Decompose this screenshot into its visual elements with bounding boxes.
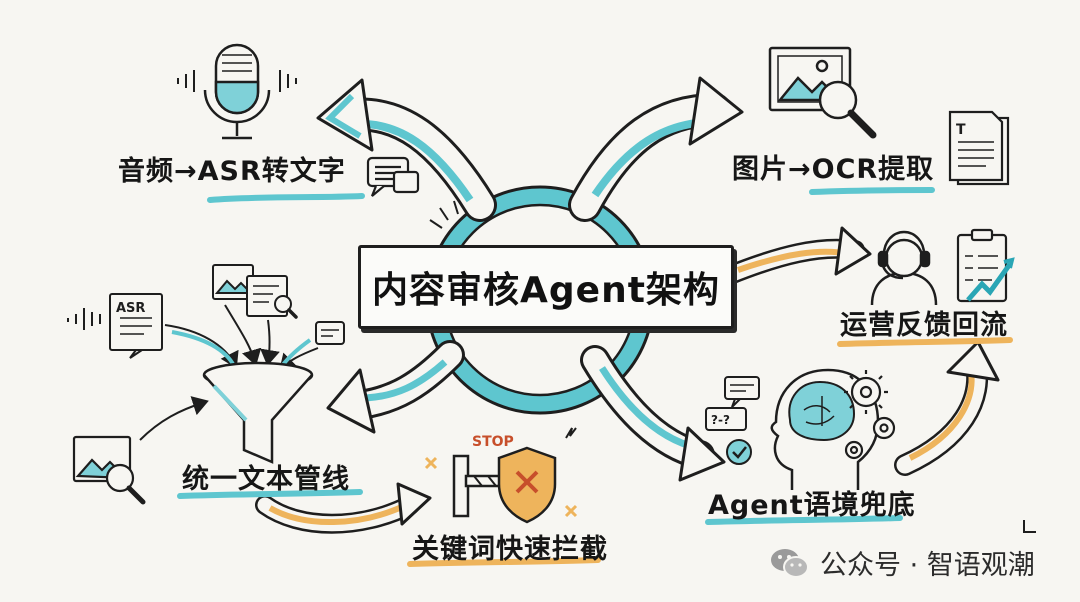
agent-chat-bubbles-icon: ?-? (705, 376, 760, 465)
shield-x-icon (497, 446, 557, 524)
arrow-agent-to-ops (894, 340, 1000, 476)
corner-mark (1023, 520, 1036, 533)
node-label-keyword: 关键词快速拦截 (412, 534, 608, 565)
wechat-logo-icon (771, 548, 809, 578)
node-label-ops: 运营反馈回流 (840, 310, 1008, 341)
keyword-label-highlight (407, 557, 601, 567)
pipeline-label-highlight (177, 489, 363, 499)
agent-label-highlight (705, 515, 903, 525)
arrow-to-image (568, 76, 744, 222)
image-search-icon (768, 46, 877, 139)
node-label-image: 图片→OCR提取 (732, 154, 935, 185)
clipboard-chart-icon (956, 228, 1015, 303)
asr-document-icon: ASR (67, 293, 163, 359)
watermark: 公众号 · 智语观潮 (770, 543, 1035, 582)
doc-tag: T (956, 122, 966, 138)
stop-tag: STOP (472, 434, 514, 450)
gears-icon (844, 370, 896, 460)
funnel-icon (202, 361, 314, 464)
ops-label-highlight (837, 337, 1013, 347)
arrow-to-keyword (255, 482, 432, 534)
arrow-to-ops (720, 226, 872, 285)
node-label-pipeline: 统一文本管线 (182, 464, 350, 495)
brain-head-icon (770, 368, 880, 490)
audio-label-highlight (207, 193, 365, 203)
central-title-box: 内容审核Agent架构 (358, 245, 734, 329)
headset-operator-icon (870, 230, 938, 306)
node-label-audio: 音频→ASR转文字 (118, 156, 346, 187)
node-label-agent: Agent语境兜底 (708, 490, 916, 521)
chat-bubble-icon (366, 156, 420, 197)
arrow-to-audio (316, 78, 497, 222)
diagram-title: 内容审核Agent架构 (372, 270, 720, 311)
small-image-doc-icons (212, 264, 345, 345)
arrow-to-pipeline (326, 340, 465, 434)
asr-tag: ASR (116, 301, 145, 316)
arrow-to-agent (580, 345, 726, 482)
question-tag: ?-? (711, 413, 730, 427)
watermark-text: 公众号 · 智语观潮 (820, 550, 1035, 581)
microphone-icon (177, 43, 297, 140)
document-icon: T (948, 110, 1010, 186)
lower-image-search-icon (72, 435, 146, 505)
warning-x-marks (424, 427, 578, 518)
image-label-highlight (809, 187, 935, 195)
